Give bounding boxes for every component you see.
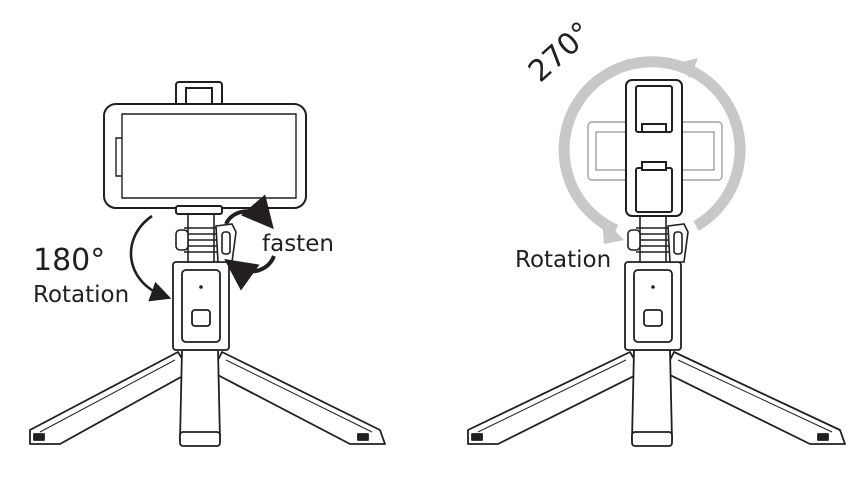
fasten-arrow-bottom — [224, 255, 276, 291]
rotation-180-arrow — [129, 214, 172, 302]
rotation-270-arrowhead-bottom — [602, 218, 624, 244]
rotation-270-arrowhead-top — [674, 58, 698, 78]
left-remote-button — [191, 309, 211, 327]
right-handle — [624, 261, 682, 351]
right-tripod — [467, 349, 846, 447]
left-rotation-joint — [175, 209, 237, 263]
rotation-270-arrow — [558, 56, 746, 236]
left-handle — [172, 261, 230, 351]
right-phone-holder — [625, 79, 683, 217]
fasten-arrow-top — [224, 194, 274, 230]
left-tripod — [29, 349, 386, 447]
left-phone-screen — [115, 113, 297, 199]
left-phone — [103, 81, 307, 215]
left-tripod-leg-center — [179, 349, 221, 441]
rotation-label-right: Rotation — [515, 247, 612, 273]
left-tripod-leg-left — [29, 351, 191, 445]
right-rotation-joint — [627, 211, 689, 263]
fasten-label: fasten — [262, 231, 334, 257]
right-tripod-leg-left — [467, 351, 643, 445]
right-tripod-leg-center — [631, 349, 673, 441]
rotation-angle-180-label: 180° — [33, 243, 106, 278]
right-remote-button — [643, 309, 663, 327]
rotation-label-left: Rotation — [33, 282, 130, 308]
